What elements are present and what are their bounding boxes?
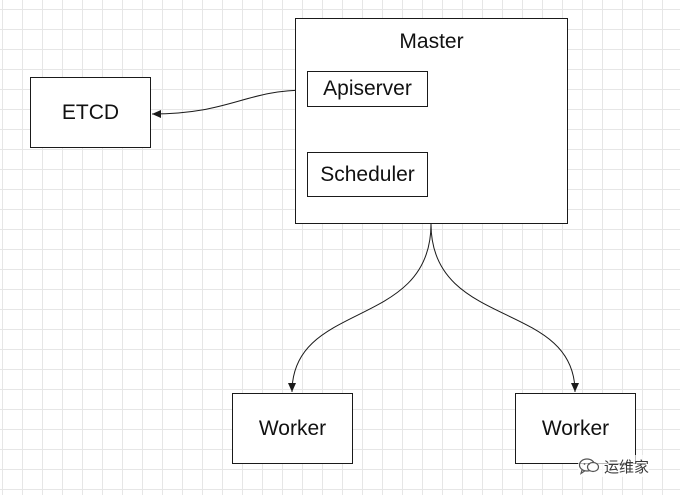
etcd-label: ETCD bbox=[61, 100, 120, 124]
master-label: Master bbox=[399, 30, 464, 53]
scheduler-node[interactable]: Scheduler bbox=[307, 152, 428, 197]
etcd-node[interactable]: ETCD bbox=[30, 77, 151, 148]
apiserver-node[interactable]: Apiserver bbox=[307, 71, 428, 107]
scheduler-label: Scheduler bbox=[320, 162, 415, 186]
edge-master-to-worker-1 bbox=[288, 223, 432, 393]
worker-node-1[interactable]: Worker bbox=[232, 393, 353, 464]
watermark: 运维家 bbox=[578, 455, 650, 477]
worker-node-2[interactable]: Worker bbox=[515, 393, 636, 464]
wechat-icon bbox=[578, 458, 600, 475]
worker-1-label: Worker bbox=[258, 416, 327, 440]
worker-2-label: Worker bbox=[541, 416, 610, 440]
edge-apiserver-to-etcd bbox=[151, 89, 308, 118]
apiserver-label: Apiserver bbox=[323, 77, 412, 100]
edge-master-to-worker-2 bbox=[430, 223, 579, 393]
watermark-text: 运维家 bbox=[604, 458, 650, 476]
